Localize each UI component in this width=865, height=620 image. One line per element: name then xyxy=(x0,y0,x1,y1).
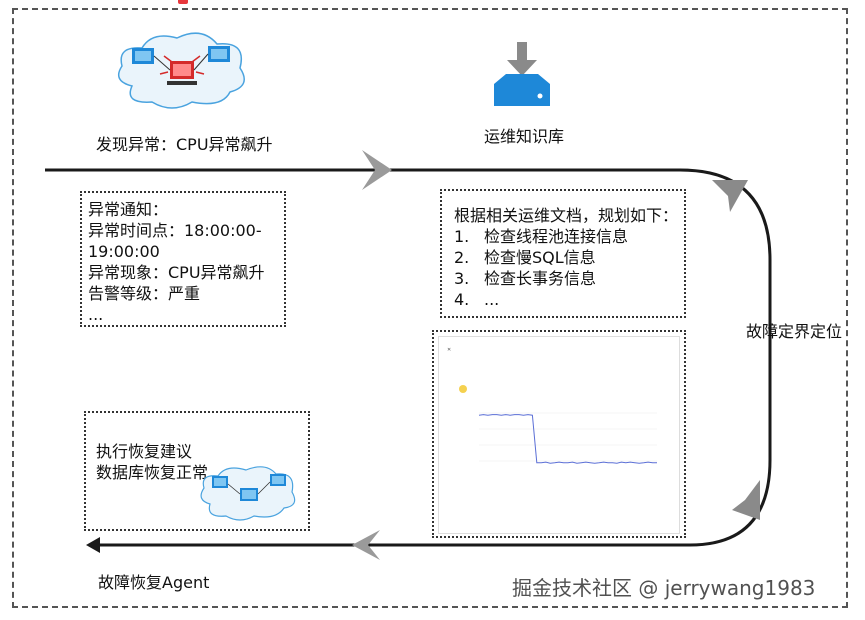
alert-line: ... xyxy=(88,305,104,324)
discover-label: 发现异常：CPU异常飙升 xyxy=(96,135,273,154)
plan-item: 1.检查线程池连接信息 xyxy=(454,227,629,246)
plan-item: 2.检查慢SQL信息 xyxy=(454,248,596,267)
recovery-line: 数据库恢复正常 xyxy=(96,463,209,482)
plan-item: 4.... xyxy=(454,290,500,309)
screenshot-chart xyxy=(478,412,657,464)
outer-frame xyxy=(12,8,848,608)
chevron-arrow-2 xyxy=(712,180,748,212)
chevron-arrow-4 xyxy=(352,530,380,560)
red-accent-mark xyxy=(178,0,188,4)
plan-box: 根据相关运维文档，规划如下： 1.检查线程池连接信息 2.检查慢SQL信息 3.… xyxy=(440,189,686,318)
plan-title: 根据相关运维文档，规划如下： xyxy=(454,206,679,225)
network-alert-icon xyxy=(117,32,245,109)
download-tray-icon xyxy=(494,42,550,106)
alert-line: 异常通知： xyxy=(88,200,169,219)
kb-label: 运维知识库 xyxy=(484,127,565,146)
fault-locate-label: 故障定界定位 xyxy=(746,322,843,341)
recovery-line: 执行恢复建议 xyxy=(96,442,193,461)
cursor-highlight xyxy=(459,385,467,393)
arrowhead-left xyxy=(86,537,100,553)
alert-notification-box: 异常通知： 异常时间点：18:00:00- 19:00:00 异常现象：CPU异… xyxy=(80,191,286,327)
watermark: 掘金技术社区 @ jerrywang1983 xyxy=(512,576,816,600)
alert-line: 异常时间点：18:00:00- xyxy=(88,221,262,240)
plan-item: 3.检查长事务信息 xyxy=(454,269,597,288)
chevron-arrow-1 xyxy=(362,150,392,190)
alert-line: 19:00:00 xyxy=(88,242,160,261)
detail-screenshot: ✕ xyxy=(438,336,680,534)
alert-line: 异常现象：CPU异常飙升 xyxy=(88,263,265,282)
recovery-agent-label: 故障恢复Agent xyxy=(98,573,210,592)
network-normal-icon xyxy=(200,466,296,521)
chevron-arrow-3 xyxy=(732,480,760,520)
alert-line: 告警等级：严重 xyxy=(88,284,201,303)
chart-series-line xyxy=(478,414,657,464)
flow-line-loop xyxy=(679,168,772,547)
